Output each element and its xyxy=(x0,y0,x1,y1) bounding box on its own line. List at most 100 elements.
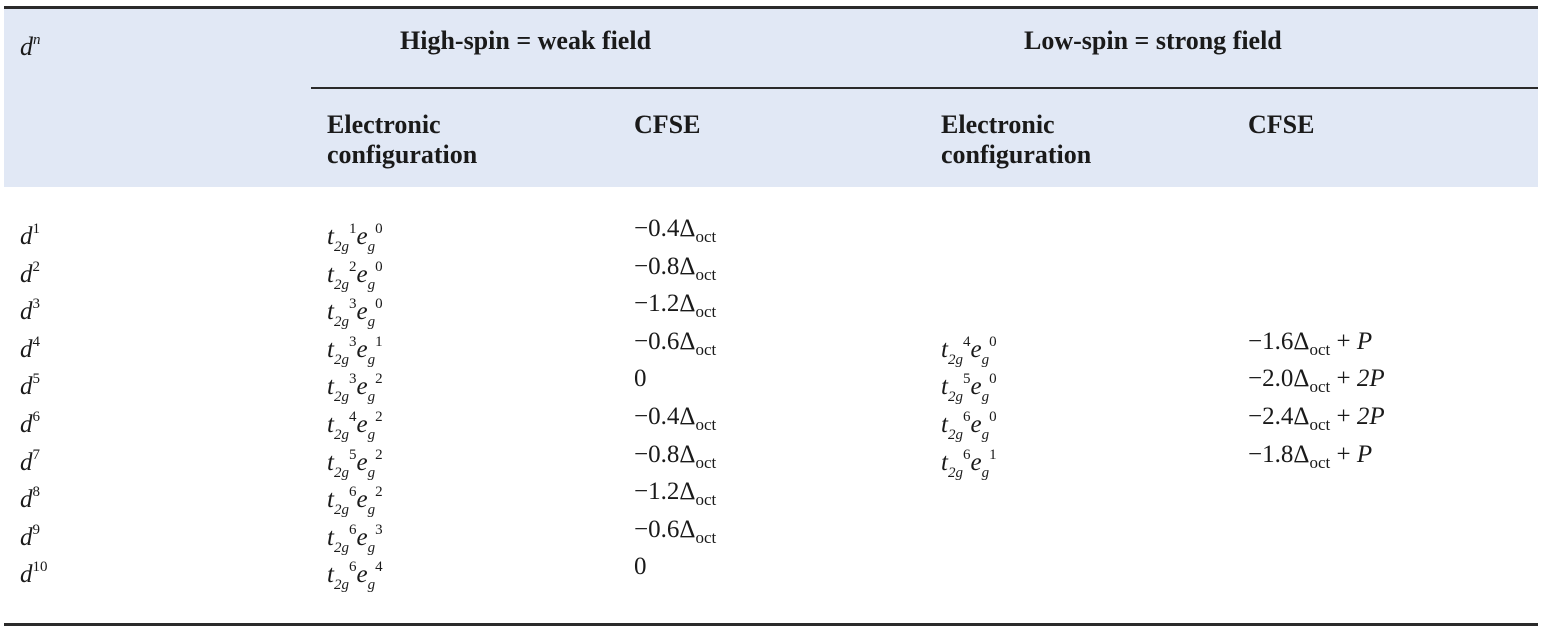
delta-subscript: oct xyxy=(695,415,717,434)
e-orbital-occupancy: 0 xyxy=(375,296,383,313)
cfse-coefficient: −0.8 xyxy=(634,440,680,468)
e-orbital-symbol: e xyxy=(356,523,368,551)
delta-symbol: Δ xyxy=(1293,327,1310,355)
dn-exponent: 5 xyxy=(32,371,41,388)
high-spin-cfse-cell: −1.2Δoct xyxy=(634,289,716,327)
low-spin-config-cell: t2g6eg1 xyxy=(941,440,997,488)
e-orbital-symbol: e xyxy=(970,448,982,476)
high-spin-cfse-cell: −1.2Δoct xyxy=(634,477,716,515)
delta-symbol: Δ xyxy=(679,290,696,318)
high-spin-config-cell: t2g3eg0 xyxy=(327,289,383,337)
cfse-coefficient: −2.4 xyxy=(1248,403,1294,430)
delta-subscript: oct xyxy=(1309,339,1331,359)
t-orbital-subscript: 2g xyxy=(333,464,349,481)
e-orbital-subscript: g xyxy=(367,314,376,331)
t-orbital-subscript: 2g xyxy=(333,427,349,443)
e-orbital-symbol: e xyxy=(356,373,368,401)
e-orbital-symbol: e xyxy=(970,411,982,438)
pairing-energy: 2P xyxy=(1356,403,1385,430)
cfse-coefficient: −0.4 xyxy=(634,403,680,430)
e-orbital-occupancy: 0 xyxy=(989,409,997,425)
delta-subscript: oct xyxy=(1309,415,1331,434)
t-orbital-occupancy: 6 xyxy=(962,409,971,425)
dn-base: d xyxy=(20,223,33,250)
table-bottom-rule xyxy=(4,623,1538,626)
low-spin-cfse-cell: −2.4Δoct + 2P xyxy=(1248,402,1385,440)
dn-label: d8 xyxy=(20,477,40,515)
high-spin-cfse-cell: −0.4Δoct xyxy=(634,402,716,440)
e-orbital-occupancy: 0 xyxy=(989,371,997,388)
dn-label: d2 xyxy=(20,252,40,290)
high-spin-config-header: Electronic configuration xyxy=(327,110,478,169)
low-spin-cfse-header: CFSE xyxy=(1248,110,1315,139)
electronic-configuration: t2g6eg0 xyxy=(941,402,997,450)
dn-base: d xyxy=(20,486,33,514)
cfse-coefficient: −0.6 xyxy=(634,515,680,543)
cfse-value: −0.8Δoct xyxy=(634,440,716,472)
dn-exponent: 1 xyxy=(32,221,41,237)
dn-base: d xyxy=(20,411,33,438)
high-spin-cfse-cell: 0 xyxy=(634,364,647,394)
e-orbital-subscript: g xyxy=(367,464,376,481)
dn-label: d3 xyxy=(20,289,40,327)
t-orbital-occupancy: 4 xyxy=(348,409,357,425)
low-spin-cfse-cell: −2.0Δoct + 2P xyxy=(1248,364,1385,402)
e-orbital-symbol: e xyxy=(356,335,368,363)
delta-subscript: oct xyxy=(695,452,717,472)
high-spin-cfse-cell: −0.8Δoct xyxy=(634,440,716,478)
cfse-value: −1.8Δoct + P xyxy=(1248,440,1373,472)
high-spin-config-cell: t2g5eg2 xyxy=(327,440,383,488)
high-spin-cfse-cell: −0.8Δoct xyxy=(634,252,716,290)
delta-symbol: Δ xyxy=(679,440,696,468)
cfse-value: −0.4Δoct xyxy=(634,215,716,246)
dn-label: d7 xyxy=(20,440,40,478)
cfse-value: −1.2Δoct xyxy=(634,290,716,321)
dn-base: d xyxy=(20,260,33,288)
t-orbital-symbol: t xyxy=(327,486,334,514)
electronic-configuration: t2g6eg4 xyxy=(327,552,383,600)
e-orbital-subscript: g xyxy=(367,351,376,368)
electronic-configuration: t2g6eg1 xyxy=(941,440,997,488)
low-spin-group-header: Low-spin = strong field xyxy=(1024,26,1282,55)
table-header-band xyxy=(4,9,1538,187)
e-orbital-occupancy: 2 xyxy=(375,409,383,425)
cfse-value: 0 xyxy=(634,553,647,580)
t-orbital-subscript: 2g xyxy=(947,351,963,368)
dn-column-header: dn xyxy=(20,32,41,61)
e-orbital-subscript: g xyxy=(367,577,376,594)
cfse-value: −1.6Δoct + P xyxy=(1248,327,1373,359)
e-orbital-symbol: e xyxy=(356,223,368,250)
spin-group-rule xyxy=(311,87,1538,89)
pairing-energy: P xyxy=(1356,327,1373,355)
electronic-configuration: t2g2eg0 xyxy=(327,252,383,300)
high-spin-group-header: High-spin = weak field xyxy=(400,26,652,55)
e-orbital-symbol: e xyxy=(356,561,368,589)
high-spin-config-cell: t2g3eg2 xyxy=(327,364,383,412)
table-top-rule xyxy=(4,6,1538,9)
low-spin-config-cell: t2g4eg0 xyxy=(941,327,997,375)
t-orbital-symbol: t xyxy=(941,373,948,401)
t-orbital-occupancy: 3 xyxy=(348,333,357,350)
cfse-value: −0.4Δoct xyxy=(634,403,716,434)
t-orbital-occupancy: 3 xyxy=(348,296,357,313)
e-orbital-subscript: g xyxy=(367,239,376,255)
t-orbital-symbol: t xyxy=(327,561,334,589)
t-orbital-symbol: t xyxy=(327,523,334,551)
cfse-value: −2.4Δoct + 2P xyxy=(1248,403,1385,434)
dn-exponent: 2 xyxy=(32,258,41,275)
delta-subscript: oct xyxy=(695,264,717,284)
dn-exponent: 6 xyxy=(32,409,41,425)
t-orbital-subscript: 2g xyxy=(947,389,963,406)
electronic-configuration: t2g3eg0 xyxy=(327,289,383,337)
e-orbital-symbol: e xyxy=(356,411,368,438)
high-spin-cfse-header: CFSE xyxy=(634,110,701,139)
e-orbital-occupancy: 2 xyxy=(375,446,383,463)
dn-base: d xyxy=(20,448,33,476)
pairing-energy: P xyxy=(1356,440,1373,468)
e-orbital-symbol: e xyxy=(356,298,368,326)
